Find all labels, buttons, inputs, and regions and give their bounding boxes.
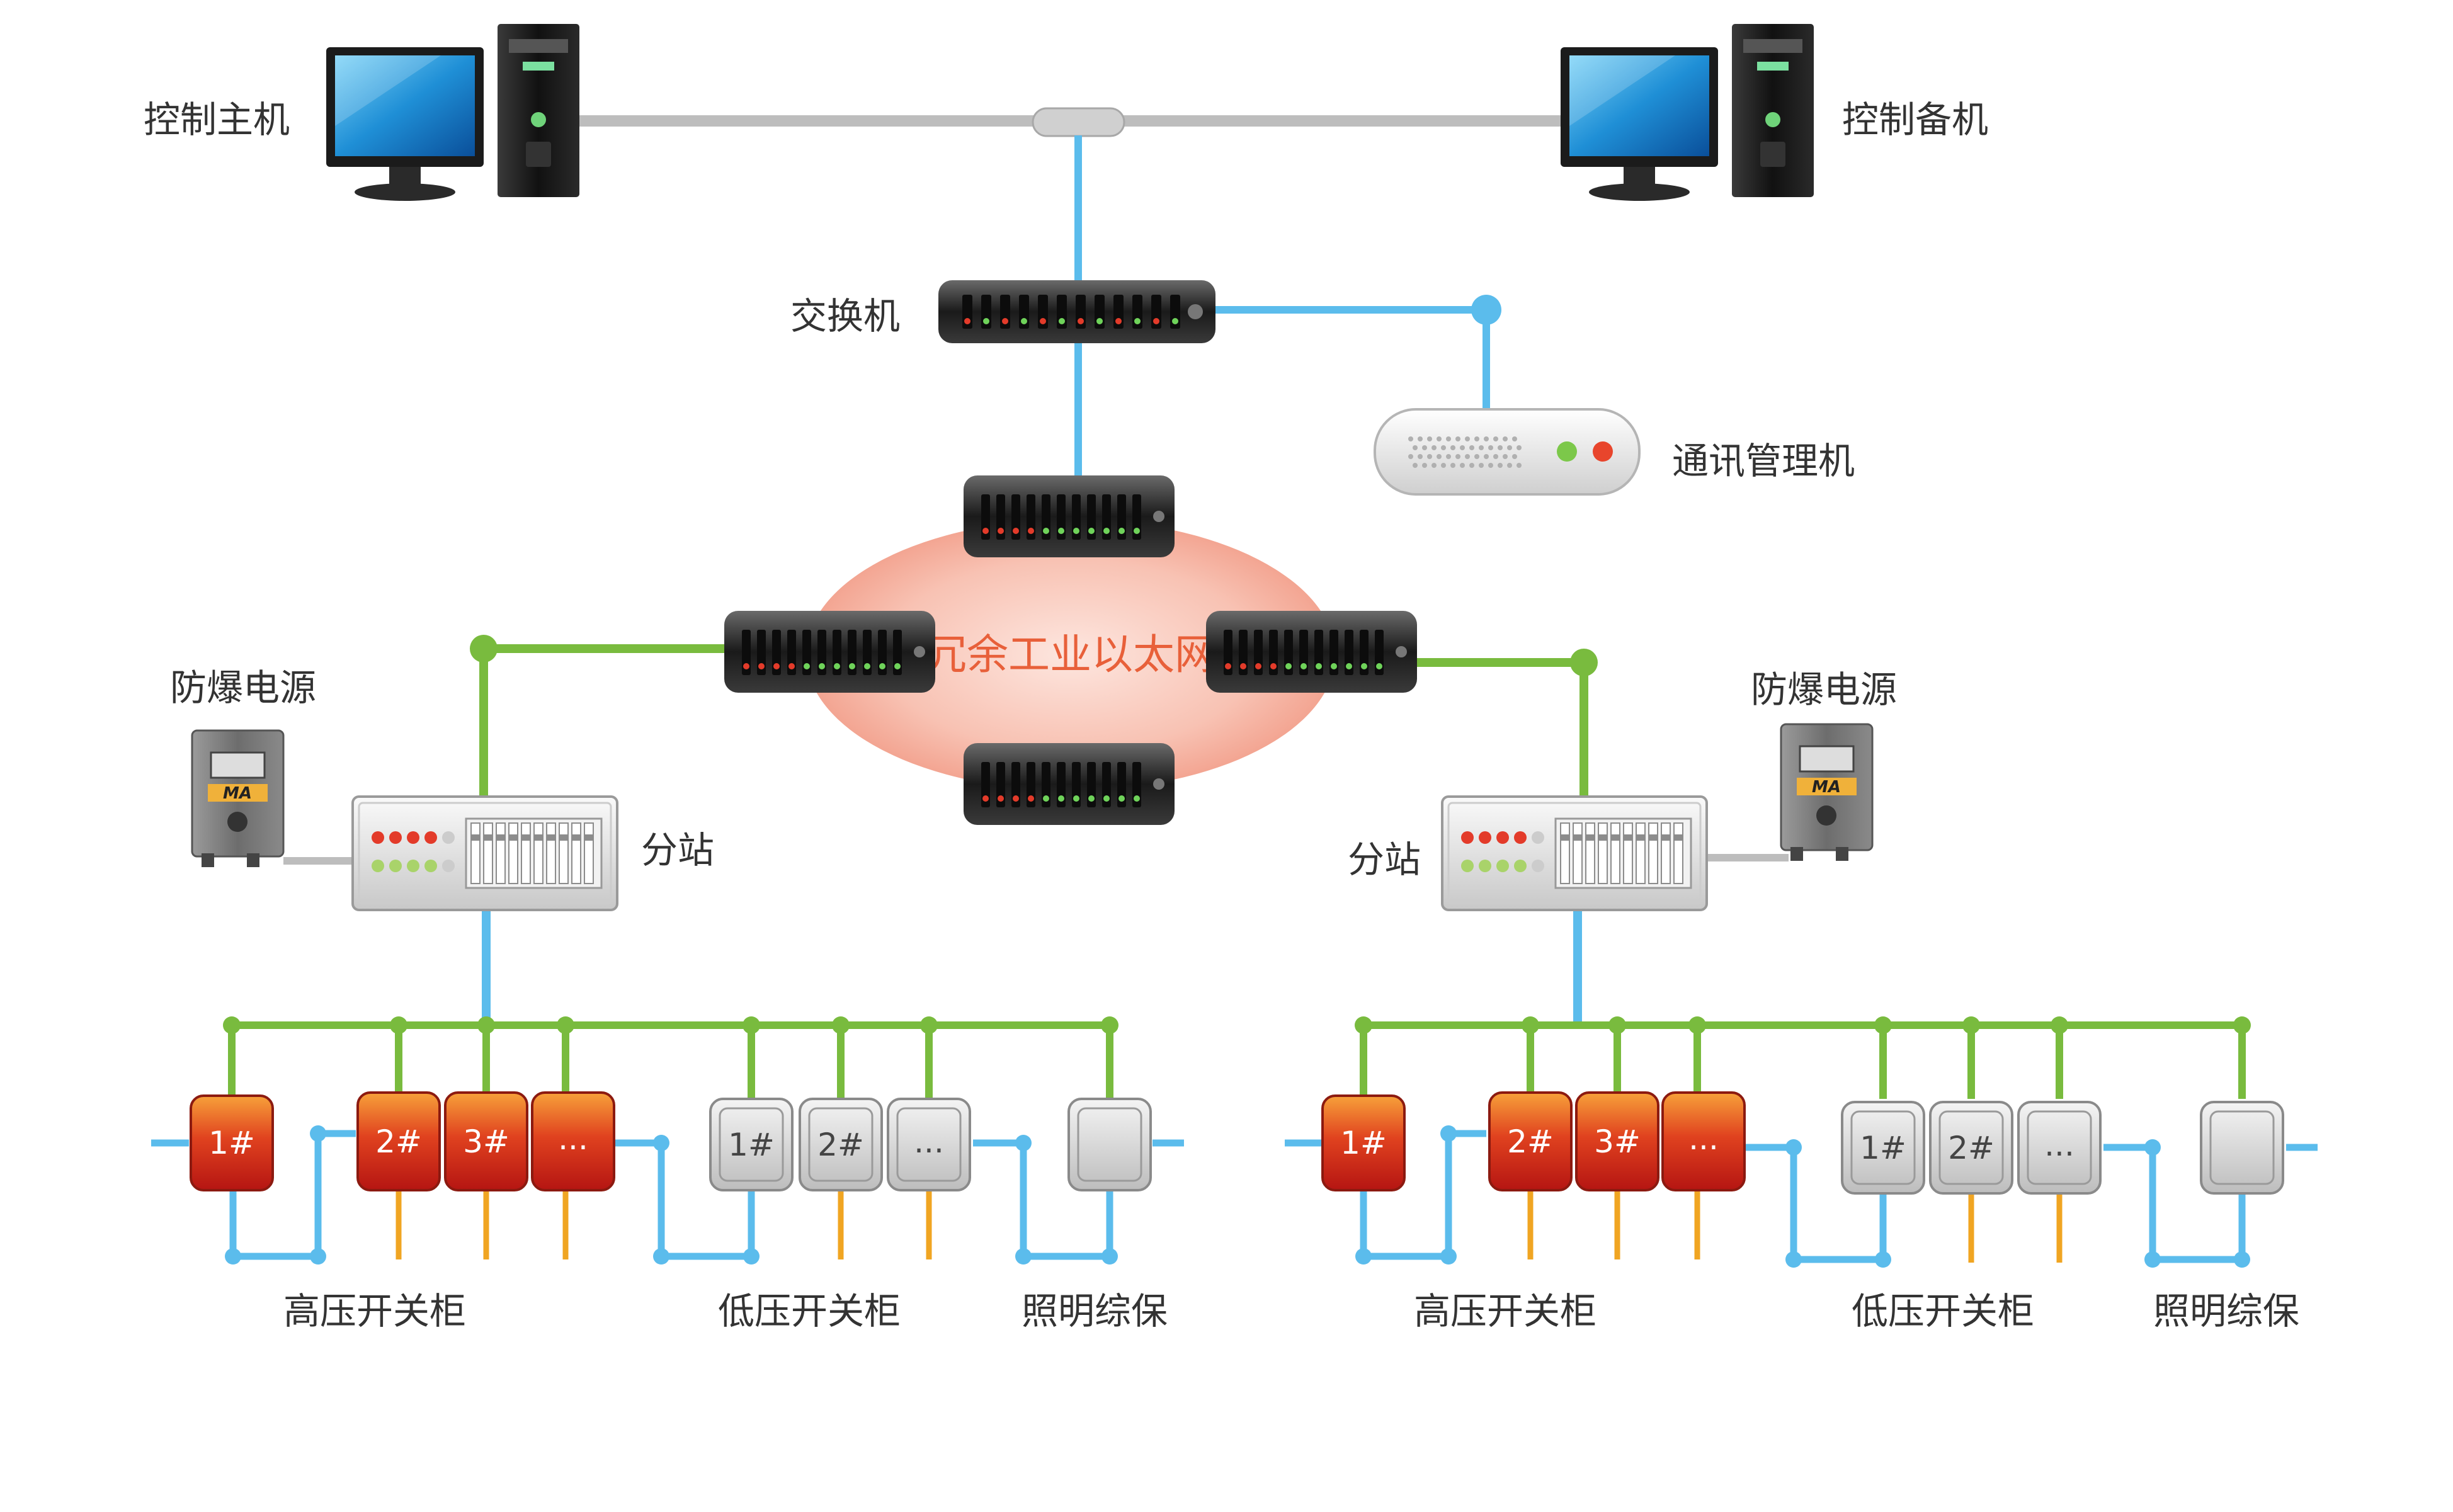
ring-switch-right[interactable] (1206, 611, 1417, 693)
lv-cabinet-right-label: 低压开关柜 (1852, 1290, 2034, 1333)
lv-cabinet-left-label: 低压开关柜 (718, 1290, 901, 1333)
orange-legs-right (1527, 1190, 2063, 1263)
substation-right[interactable] (1441, 795, 1708, 911)
hv-unit-number: 1# (1340, 1125, 1387, 1161)
lv-unit-number: 1# (728, 1127, 775, 1163)
explosion-power-right-label: 防爆电源 (1751, 668, 1897, 711)
lv-cabinet-right-3[interactable]: ... (2017, 1101, 2102, 1195)
hv-cabinet-left-4[interactable]: ... (531, 1091, 615, 1191)
control-backup-label: 控制备机 (1842, 98, 1988, 141)
hv-unit-number: 3# (463, 1123, 509, 1160)
fieldbus-line (1411, 658, 1588, 800)
fieldbus-line (479, 644, 724, 800)
ma-badge: MA (1812, 778, 1841, 797)
explosion-power-left[interactable]: MA (191, 729, 285, 867)
hv-cabinet-right-1[interactable]: 1# (1321, 1094, 1406, 1191)
hv-unit-number: 2# (375, 1123, 422, 1160)
lv-unit-number: 1# (1860, 1130, 1906, 1166)
hv-unit-number: 3# (1594, 1123, 1641, 1160)
lv-unit-number: 2# (817, 1127, 864, 1163)
lighting-unit-right[interactable] (2200, 1101, 2284, 1195)
hv-unit-number: 1# (208, 1125, 255, 1161)
lv-unit-number: ... (2044, 1127, 2075, 1163)
substation-left[interactable] (351, 795, 618, 911)
hv-unit-number: ... (1688, 1120, 1719, 1157)
switch-label: 交换机 (790, 295, 900, 338)
hv-unit-number: 2# (1507, 1123, 1554, 1160)
ring-switch-top[interactable] (964, 475, 1175, 557)
lv-cabinet-left-1[interactable]: 1# (709, 1098, 794, 1191)
lighting-unit-left[interactable] (1067, 1098, 1152, 1191)
line-joint (1570, 649, 1598, 676)
ethernet-line (1215, 306, 1490, 409)
hv-cabinet-left-2[interactable]: 2# (356, 1091, 441, 1191)
ring-switch-bottom[interactable] (964, 743, 1175, 825)
hv-cabinet-left-3[interactable]: 3# (444, 1091, 528, 1191)
ring-network-label: 冗余工业以太网 (925, 630, 1216, 679)
lighting-left-label: 照明综保 (1022, 1290, 1168, 1333)
line-joint (1471, 295, 1501, 325)
lv-cabinet-left-2[interactable]: 2# (799, 1098, 883, 1191)
hv-cabinet-right-label: 高压开关柜 (1414, 1290, 1596, 1333)
explosion-power-right[interactable]: MA (1780, 723, 1874, 861)
hv-unit-number: ... (558, 1120, 588, 1157)
ring-switch-left[interactable] (724, 611, 935, 693)
line-joint (470, 635, 498, 662)
lv-unit-number: ... (914, 1123, 944, 1160)
substation-right-label: 分站 (1348, 838, 1421, 881)
ring-network-cloud (806, 520, 1335, 790)
substation-left-label: 分站 (641, 829, 714, 872)
hv-cabinet-right-2[interactable]: 2# (1488, 1091, 1573, 1191)
hv-cabinet-right-4[interactable]: ... (1661, 1091, 1746, 1191)
comm-manager-label: 通讯管理机 (1672, 440, 1855, 482)
control-host-computer[interactable] (326, 24, 579, 201)
fieldbus-line (228, 1021, 1113, 1146)
comm-manager-device[interactable] (1374, 408, 1641, 496)
hv-cabinet-left-label: 高压开关柜 (283, 1290, 466, 1333)
explosion-power-left-label: 防爆电源 (170, 666, 316, 709)
hv-cabinet-right-3[interactable]: 3# (1575, 1091, 1659, 1191)
fieldbus-line (1360, 1021, 2246, 1146)
lv-cabinet-left-3[interactable]: ... (887, 1098, 971, 1191)
control-host-label: 控制主机 (144, 98, 290, 141)
ma-badge: MA (223, 784, 252, 803)
bus-connector (1032, 107, 1125, 137)
orange-legs-left (396, 1190, 932, 1259)
lighting-right-label: 照明综保 (2153, 1290, 2299, 1333)
lv-cabinet-right-1[interactable]: 1# (1841, 1101, 1925, 1195)
bus-drops-right (1527, 1025, 2063, 1099)
control-backup-computer[interactable] (1561, 24, 1814, 201)
hv-cabinet-left-1[interactable]: 1# (190, 1094, 274, 1191)
chain-joints-left (225, 1125, 1118, 1265)
chain-joints-right (1355, 1125, 2250, 1268)
lv-unit-number: 2# (1948, 1130, 1995, 1166)
bus-drops-left (395, 1025, 933, 1099)
lv-cabinet-right-2[interactable]: 2# (1929, 1101, 2013, 1195)
main-switch[interactable] (938, 280, 1215, 343)
